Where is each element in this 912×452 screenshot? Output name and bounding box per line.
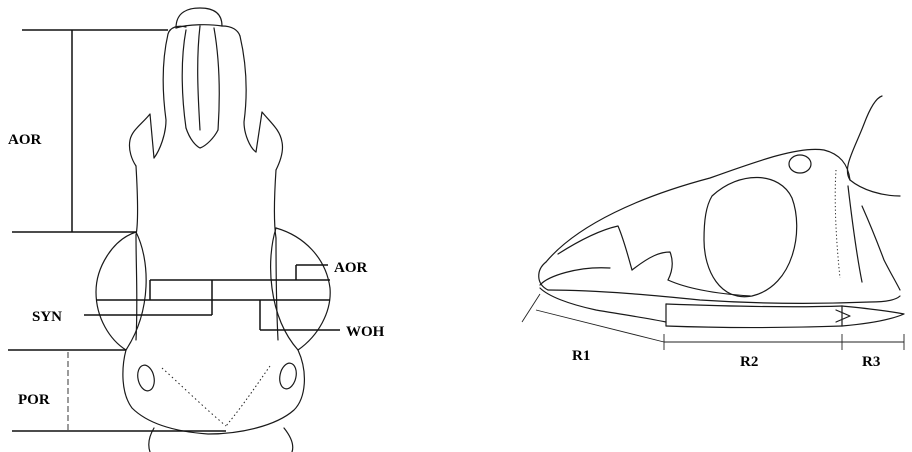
rostrum-tip <box>168 8 240 36</box>
head-capsule <box>136 166 278 340</box>
label-por: POR <box>18 392 50 408</box>
occipital-region <box>123 350 304 452</box>
label-aor-upper: AOR <box>8 132 42 148</box>
measurement-lines <box>8 30 340 431</box>
label-aor-right: AOR <box>334 260 368 276</box>
label-r2: R2 <box>740 354 758 370</box>
dorsal-head-view: AOR AOR SYN WOH POR <box>8 8 385 452</box>
label-r3: R3 <box>862 354 880 370</box>
label-woh: WOH <box>346 324 385 340</box>
compound-eyes <box>96 228 330 350</box>
label-r1: R1 <box>572 348 590 364</box>
lateral-head-view: R1 R2 R3 <box>522 96 904 370</box>
label-syn: SYN <box>32 309 62 325</box>
antennal-lobes <box>129 112 282 170</box>
lateral-head-outline <box>539 96 900 303</box>
rostrum <box>154 26 256 158</box>
